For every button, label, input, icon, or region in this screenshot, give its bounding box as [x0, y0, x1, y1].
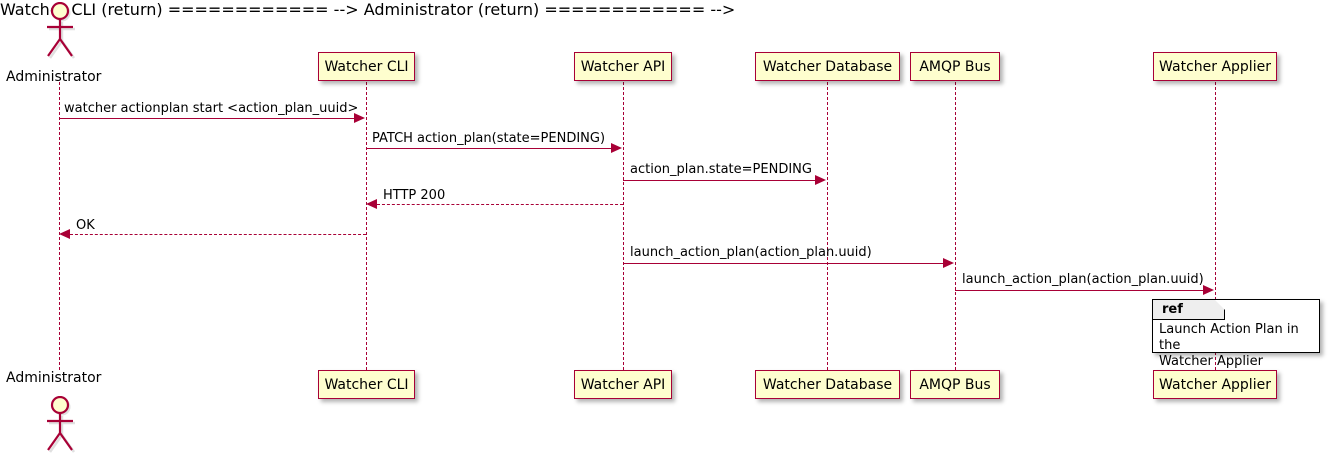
participant-label-watcher-cli-bottom: Watcher CLI	[324, 376, 409, 393]
participant-label-watcher-applier-bottom: Watcher Applier	[1159, 376, 1271, 393]
ref-fragment-body: Launch Action Plan in the Watcher Applie…	[1159, 322, 1315, 370]
message-arrowhead-6	[943, 258, 954, 268]
participant-label-watcher-applier-top: Watcher Applier	[1159, 58, 1271, 75]
participant-label-watcher-api-top: Watcher API	[580, 58, 666, 75]
message-arrowhead-7	[1203, 285, 1214, 295]
message-line-5	[70, 234, 366, 235]
message-arrowhead-4	[366, 199, 377, 209]
participant-label-watcher-database-top: Watcher Database	[762, 58, 893, 75]
message-label-4: HTTP 200	[383, 188, 446, 203]
message-label-7: launch_action_plan(action_plan.uuid)	[962, 272, 1204, 287]
message-label-3: action_plan.state=PENDING	[630, 162, 812, 177]
message-label-1: watcher actionplan start <action_plan_uu…	[64, 101, 359, 116]
actor-administrator-bottom[interactable]	[39, 396, 81, 454]
actor-figure-bottom	[47, 396, 73, 451]
ref-fragment-tab-label: ref	[1162, 302, 1183, 317]
participant-box-watcher-applier-bottom[interactable]: Watcher Applier	[1153, 370, 1277, 399]
message-line-6	[623, 263, 944, 264]
participant-label-amqp-bus-top: AMQP Bus	[919, 58, 991, 75]
actor-figure	[47, 2, 73, 57]
participant-label-watcher-database-bottom: Watcher Database	[762, 376, 893, 393]
ref-fragment-line-1: Launch Action Plan in the	[1159, 322, 1299, 353]
ref-fragment-line-2: Watcher Applier	[1159, 354, 1263, 369]
message-arrowhead-3	[815, 175, 826, 185]
participant-box-watcher-api-top[interactable]: Watcher API	[574, 52, 672, 81]
message-label-2: PATCH action_plan(state=PENDING)	[372, 131, 606, 146]
ref-fragment-launch-action-plan[interactable]: ref Launch Action Plan in the Watcher Ap…	[1152, 299, 1320, 369]
lifeline-watcher-cli	[366, 82, 367, 370]
message-line-2	[366, 148, 612, 149]
message-arrowhead-1	[354, 113, 365, 123]
lifeline-watcher-api	[623, 82, 624, 370]
lifeline-watcher-database	[827, 82, 828, 370]
message-arrowhead-2	[611, 143, 622, 153]
participant-box-watcher-api-bottom[interactable]: Watcher API	[574, 370, 672, 399]
ref-fragment-tab: ref	[1153, 300, 1225, 320]
participant-label-watcher-api-bottom: Watcher API	[580, 376, 666, 393]
actor-label-administrator-bottom: Administrator	[6, 370, 102, 386]
message-line-3	[623, 180, 816, 181]
message-label-6: launch_action_plan(action_plan.uuid)	[630, 245, 872, 260]
participant-box-watcher-database-top[interactable]: Watcher Database	[755, 52, 900, 81]
message-label-5: OK	[76, 218, 95, 233]
lifeline-administrator	[59, 82, 60, 370]
actor-label-administrator-top: Administrator	[6, 69, 102, 85]
participant-box-watcher-database-bottom[interactable]: Watcher Database	[755, 370, 900, 399]
message-arrowhead-5	[59, 229, 70, 239]
participant-label-amqp-bus-bottom: AMQP Bus	[919, 376, 991, 393]
message-line-7	[955, 290, 1204, 291]
lifeline-amqp-bus	[955, 82, 956, 370]
participant-box-watcher-applier-top[interactable]: Watcher Applier	[1153, 52, 1277, 81]
lifeline-watcher-applier	[1215, 82, 1216, 370]
participant-label-watcher-cli-top: Watcher CLI	[324, 58, 409, 75]
actor-administrator-top[interactable]	[39, 2, 81, 60]
participant-box-watcher-cli-bottom[interactable]: Watcher CLI	[318, 370, 415, 399]
message-line-4	[377, 204, 623, 205]
participant-box-amqp-bus-top[interactable]: AMQP Bus	[910, 52, 1000, 81]
participant-box-amqp-bus-bottom[interactable]: AMQP Bus	[910, 370, 1000, 399]
participant-box-watcher-cli-top[interactable]: Watcher CLI	[318, 52, 415, 81]
message-line-1	[59, 118, 355, 119]
